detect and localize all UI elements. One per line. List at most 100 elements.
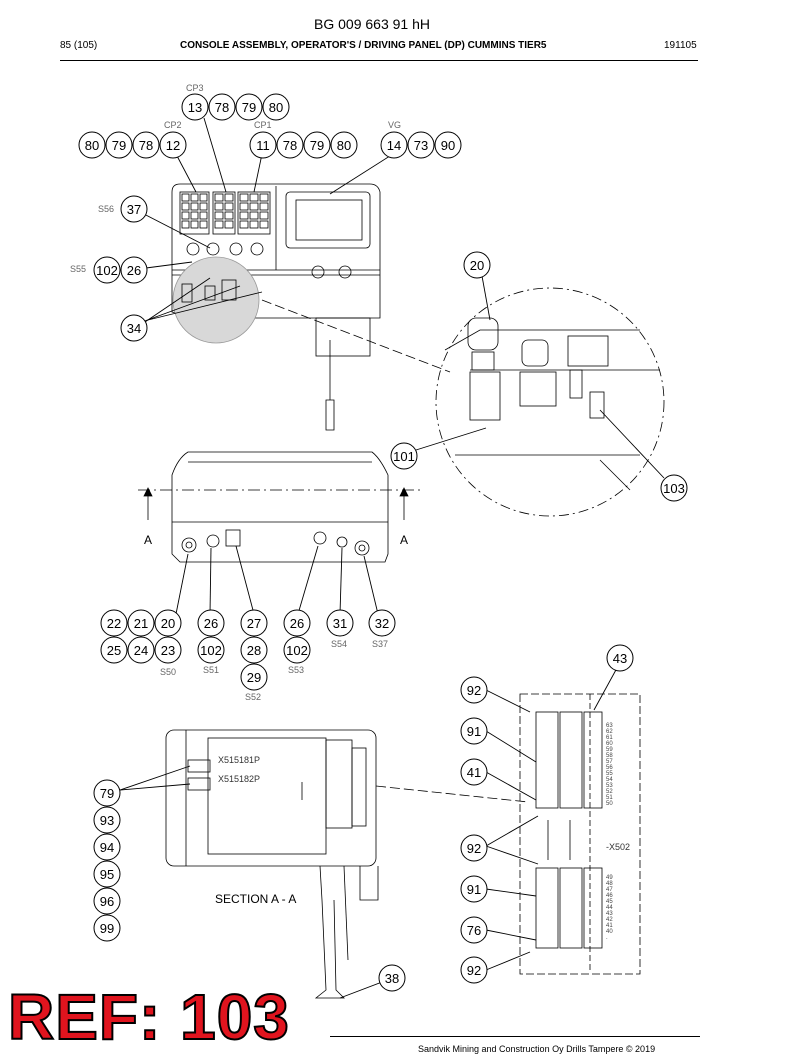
callout-balloon[interactable]: 102 [93, 256, 121, 284]
callout-balloon[interactable]: 28 [240, 636, 268, 664]
callout-balloon[interactable]: 76 [460, 916, 488, 944]
callout-number: 28 [247, 643, 261, 658]
callout-number: 92 [467, 841, 481, 856]
callout-balloon[interactable]: 11 [249, 131, 277, 159]
callout-number: 94 [100, 840, 114, 855]
section-arrow-a-right: A [400, 533, 408, 547]
callout-balloon[interactable]: 91 [460, 717, 488, 745]
terminal-num: 61 [606, 735, 613, 741]
callout-balloon[interactable]: 26 [197, 609, 225, 637]
callout-balloon[interactable]: 21 [127, 609, 155, 637]
callout-number: 92 [467, 683, 481, 698]
callout-number: 43 [613, 651, 627, 666]
label-x515182p: X515182P [218, 774, 260, 784]
callout-balloon[interactable]: 79 [303, 131, 331, 159]
label-s37: S37 [372, 639, 388, 649]
callout-balloon[interactable]: 43 [606, 644, 634, 672]
callout-balloon[interactable]: 25 [100, 636, 128, 664]
terminal-num: 42 [606, 917, 613, 923]
terminal-num: 60 [606, 741, 613, 747]
display-vg [285, 191, 371, 249]
callout-balloon[interactable]: 99 [93, 914, 121, 942]
callout-number: 90 [441, 138, 455, 153]
callout-number: 91 [467, 724, 481, 739]
callout-balloon[interactable]: 31 [326, 609, 354, 637]
callout-balloon[interactable]: 102 [197, 636, 225, 664]
callout-balloon[interactable]: 101 [390, 442, 418, 470]
callout-balloon[interactable]: 24 [127, 636, 155, 664]
callout-number: 34 [127, 321, 141, 336]
document-date: 191105 [664, 40, 697, 51]
callout-number: 27 [247, 616, 261, 631]
callout-balloon[interactable]: 80 [78, 131, 106, 159]
callout-balloon[interactable]: 80 [262, 93, 290, 121]
callout-balloon[interactable]: 92 [460, 676, 488, 704]
callout-balloon[interactable]: 93 [93, 806, 121, 834]
callout-number: 78 [215, 100, 229, 115]
callout-balloon[interactable]: 73 [407, 131, 435, 159]
callout-balloon[interactable]: 41 [460, 758, 488, 786]
callout-balloon[interactable]: 37 [120, 195, 148, 223]
terminal-num: 45 [606, 899, 613, 905]
callout-balloon[interactable]: 92 [460, 956, 488, 984]
callout-number: 79 [100, 786, 114, 801]
callout-number: 78 [139, 138, 153, 153]
callout-balloon[interactable]: 26 [283, 609, 311, 637]
callout-balloon[interactable]: 95 [93, 860, 121, 888]
callout-number: 21 [134, 616, 148, 631]
section-title: SECTION A - A [215, 892, 296, 906]
callout-balloon[interactable]: 92 [460, 834, 488, 862]
terminal-num: 58 [606, 753, 613, 759]
label-vg: VG [388, 120, 401, 130]
callout-balloon[interactable]: 91 [460, 875, 488, 903]
label-cp3: CP3 [186, 83, 204, 93]
terminal-num: 49 [606, 875, 613, 881]
callout-balloon[interactable]: 78 [208, 93, 236, 121]
header-rule [60, 60, 698, 61]
callout-number: 38 [385, 971, 399, 986]
footer-copyright: Sandvik Mining and Construction Oy Drill… [418, 1044, 656, 1054]
callout-balloon[interactable]: 79 [105, 131, 133, 159]
callout-balloon[interactable]: 32 [368, 609, 396, 637]
callout-balloon[interactable]: 96 [93, 887, 121, 915]
callout-balloon[interactable]: 80 [330, 131, 358, 159]
terminal-num: 40 [606, 929, 613, 935]
terminal-num: 53 [606, 783, 613, 789]
label-s56: S56 [98, 204, 114, 214]
callout-balloon[interactable]: 102 [283, 636, 311, 664]
terminal-num: 56 [606, 765, 613, 771]
callout-balloon[interactable]: 79 [235, 93, 263, 121]
callout-number: 12 [166, 138, 180, 153]
callout-balloon[interactable]: 12 [159, 131, 187, 159]
terminal-num: 41 [606, 923, 613, 929]
callout-number: 76 [467, 923, 481, 938]
keypad-cp3 [212, 191, 236, 235]
callout-balloon[interactable]: 22 [100, 609, 128, 637]
callout-balloon[interactable]: 78 [276, 131, 304, 159]
callout-balloon[interactable]: 27 [240, 609, 268, 637]
callout-number: 102 [200, 643, 222, 658]
callout-number: 26 [290, 616, 304, 631]
document-code: BG 009 663 91 hH [314, 16, 430, 32]
callout-number: 32 [375, 616, 389, 631]
callout-balloon[interactable]: 103 [660, 474, 688, 502]
callout-balloon[interactable]: 20 [154, 609, 182, 637]
callout-number: 96 [100, 894, 114, 909]
callout-balloon[interactable]: 38 [378, 964, 406, 992]
callout-balloon[interactable]: 23 [154, 636, 182, 664]
callout-balloon[interactable]: 26 [120, 256, 148, 284]
callout-balloon[interactable]: 34 [120, 314, 148, 342]
callout-number: 101 [393, 449, 415, 464]
ref-banner: REF: 103 [7, 981, 290, 1053]
callout-balloon[interactable]: 90 [434, 131, 462, 159]
callout-balloon[interactable]: 13 [181, 93, 209, 121]
callout-balloon[interactable]: 29 [240, 663, 268, 691]
callout-balloon[interactable]: 79 [93, 779, 121, 807]
callout-balloon[interactable]: 78 [132, 131, 160, 159]
callout-balloon[interactable]: 94 [93, 833, 121, 861]
callout-number: 73 [414, 138, 428, 153]
terminal-num: 55 [606, 771, 613, 777]
callout-balloon[interactable]: 20 [463, 251, 491, 279]
callout-number: 78 [283, 138, 297, 153]
callout-balloon[interactable]: 14 [380, 131, 408, 159]
